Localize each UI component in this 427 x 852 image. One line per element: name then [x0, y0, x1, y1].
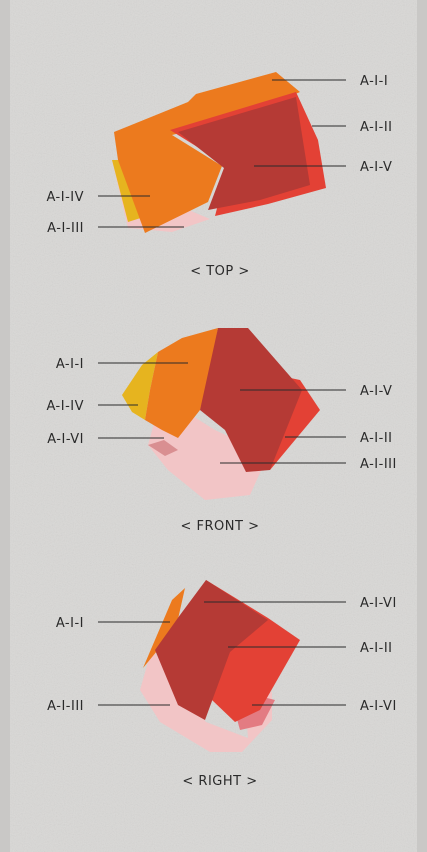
- label-top-a-i-v: A-I-V: [360, 160, 392, 175]
- front-face-a-i-iv: [122, 352, 158, 420]
- label-right-a-i-iii: A-I-III: [47, 699, 84, 714]
- label-top-a-i-iii: A-I-III: [47, 221, 84, 236]
- top-face-a-i-v: [178, 97, 310, 210]
- label-front-a-i-ii: A-I-II: [360, 431, 393, 446]
- front-view-crystal: [122, 328, 320, 500]
- right-face-a-i-vi-upper: [155, 580, 268, 720]
- label-top-a-i-iv: A-I-IV: [46, 190, 84, 205]
- label-front-a-i-v: A-I-V: [360, 384, 392, 399]
- label-right-a-i-i: A-I-I: [56, 616, 84, 631]
- right-face-a-i-i: [143, 588, 185, 668]
- top-face-a-i-i: [114, 72, 300, 233]
- label-top-a-i-i: A-I-I: [360, 74, 388, 89]
- top-view-crystal: [112, 72, 326, 233]
- right-border: [417, 0, 427, 852]
- right-leader-lines: [98, 601, 346, 706]
- label-front-a-i-vi: A-I-VI: [47, 432, 84, 447]
- label-top-a-i-ii: A-I-II: [360, 120, 393, 135]
- caption-top: < TOP >: [190, 264, 250, 279]
- right-face-a-i-iii: [140, 648, 272, 752]
- caption-front: < FRONT >: [181, 519, 260, 534]
- caption-right: < RIGHT >: [182, 774, 257, 789]
- top-labels: A-I-I A-I-II A-I-V A-I-IV A-I-III < TOP …: [46, 74, 392, 279]
- front-face-a-i-i: [145, 328, 218, 438]
- front-face-a-i-v: [200, 328, 302, 472]
- label-front-a-i-i: A-I-I: [56, 357, 84, 372]
- right-labels: A-I-VI A-I-I A-I-II A-I-III A-I-VI < RIG…: [47, 596, 397, 789]
- label-front-a-i-iii: A-I-III: [360, 457, 397, 472]
- label-front-a-i-iv: A-I-IV: [46, 399, 84, 414]
- label-right-a-i-ii: A-I-II: [360, 641, 393, 656]
- top-leader-lines: [98, 79, 346, 228]
- right-view-crystal: [140, 580, 300, 752]
- label-right-a-i-vi-top: A-I-VI: [360, 596, 397, 611]
- left-border: [0, 0, 10, 852]
- front-labels: A-I-I A-I-V A-I-IV A-I-VI A-I-II A-I-III…: [46, 357, 396, 534]
- front-face-a-i-vi: [148, 440, 178, 456]
- front-leader-lines: [98, 362, 346, 464]
- label-right-a-i-vi-bottom: A-I-VI: [360, 699, 397, 714]
